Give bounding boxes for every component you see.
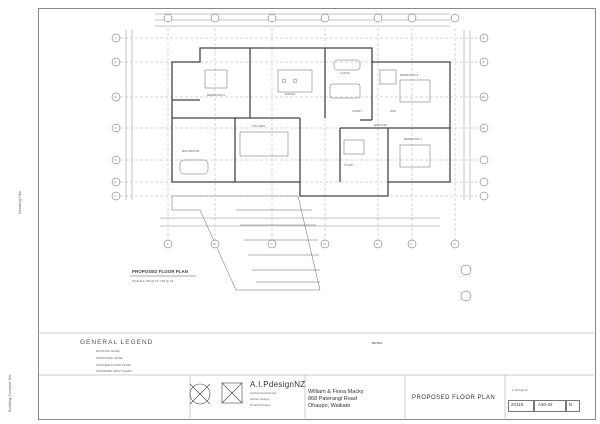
room-label-bedroom3: BEDROOM 3 [400, 73, 419, 77]
grid-number-9: 9 [482, 59, 485, 64]
grid-number-5: 5 [114, 157, 117, 162]
sheet-number: A30-02 [538, 402, 553, 407]
legend-item-1: EXISTING LEVEL [96, 349, 121, 353]
grid-number-11: 11 [481, 125, 485, 130]
client-address-1: 868 Paterangi Road [308, 396, 357, 402]
sheet-title: PROPOSED FLOOR PLAN [412, 395, 496, 401]
plan-title: PROPOSED FLOOR PLAN [132, 269, 189, 274]
notes-title: NOTES [372, 341, 383, 345]
grid-number-3: 3 [114, 94, 117, 99]
grid-letter-f: F [410, 241, 413, 246]
legend-title: GENERAL LEGEND [80, 339, 154, 346]
sheet-border [38, 8, 596, 420]
designer-sub-3: Product Design [250, 403, 271, 407]
plan-scale: SCALE 1:100 @ A3 1:50 @ A1 [132, 279, 174, 283]
revision-box [566, 400, 580, 412]
grid-letter-c: C [270, 241, 273, 246]
grid-letter-a: A [166, 241, 169, 246]
grid-letter-b: B [213, 241, 216, 246]
room-label-dining: DINING [285, 92, 296, 96]
grid-letter-e: E [376, 241, 379, 246]
client-address-2: Ohaupo, Waikato [308, 403, 351, 409]
legend-item-3: FINISHED FLOOR LEVEL [96, 363, 132, 367]
designer-brand: A.I.PdesignNZ [250, 380, 306, 389]
legend-item-4: STANDARD INPUT LEVEL [96, 369, 133, 373]
grid-number-2: 2 [114, 59, 117, 64]
grid-number-10: 10 [481, 94, 485, 99]
room-label-bedroom2: BEDROOM 2 [207, 93, 226, 97]
job-number-box [508, 400, 534, 412]
room-label-wir: WIR [390, 109, 396, 113]
grid-number-8: 8 [482, 35, 485, 40]
client-name: William & Fiona Macky [308, 389, 364, 395]
scale-value: 1:100 @ A3 [512, 388, 528, 392]
revision: B [569, 402, 573, 407]
room-label-study: STUDY [344, 163, 355, 167]
grid-number-6: 6 [114, 179, 117, 184]
job-number: 20118 [511, 402, 524, 407]
sheet-number-box [534, 400, 566, 412]
room-label-bedroom1: BEDROOM 1 [404, 137, 423, 141]
room-label-living: LIVING [340, 71, 350, 75]
grid-letter-d: D [323, 241, 326, 246]
grid-number-1: 1 [114, 35, 117, 40]
designer-sub-2: Interior Design [250, 397, 270, 401]
designer-sub-1: Architectural Design [250, 391, 277, 395]
grid-number-4: 4 [114, 125, 117, 130]
room-label-ensuite: ENSUITE [374, 123, 388, 127]
room-label-bathroom: BATHROOM [182, 149, 200, 153]
room-label-laundry: LNDRY [352, 109, 363, 113]
room-label-kitchen: KITCHEN [252, 124, 266, 128]
grid-letter-g: G [453, 241, 456, 246]
grid-number-7: 7 [114, 193, 117, 198]
legend-item-2: PROPOSED LEVEL [96, 356, 124, 360]
